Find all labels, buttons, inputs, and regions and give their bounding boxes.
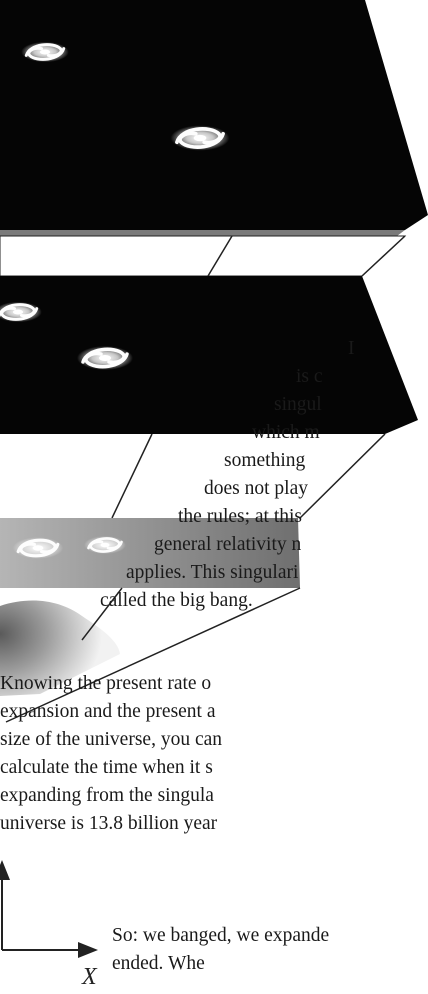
x-axis-arrow [78,942,98,958]
text-line: applies. This singulari [126,562,299,583]
text-line: which m [252,422,320,443]
text-line: does not play [204,478,308,499]
y-axis-arrow [0,860,10,880]
spiral-galaxy-icon [168,123,232,153]
text-line: ended. Whe [112,953,205,974]
top-slice [0,0,428,230]
text-line: general relativity n [154,534,302,555]
spiral-galaxy-icon [11,535,65,561]
paragraph-age-of-universe: Knowing the present rate o expansion and… [0,670,222,838]
early-universe-glow [0,600,120,696]
paragraph-singularity: I is c singul which m something does not… [100,335,355,615]
text-line: size of the universe, you can [0,729,223,750]
text-line: something [224,450,306,471]
text-line: Knowing the present rate o [0,673,212,694]
wall-edge-line [81,587,123,641]
text-line: expansion and the present a [0,701,216,722]
text-line: calculate the time when it s [0,757,213,778]
second-slice [0,276,418,434]
text-line: the rules; at this [178,506,303,527]
wall-edge-line [361,235,406,277]
text-line: singul [274,394,322,415]
x-axis-label: X [81,964,98,990]
wall-edge-line [207,235,233,277]
wall-edge-line [5,587,301,723]
text-line: So: we banged, we expande [112,925,330,946]
spiral-galaxy-icon [19,40,71,64]
text-line: expanding from the singula [0,785,214,806]
text-line: is c [296,366,323,387]
top-slice-edge [0,230,405,236]
text-line: called the big bang. [100,590,253,611]
text-line: I [348,338,355,359]
expansion-wall [0,235,407,277]
paragraph-banged: So: we banged, we expande ended. Whe [0,922,329,978]
text-line: universe is 13.8 billion year [0,813,218,834]
third-slice [0,518,300,588]
expansion-wall [0,434,385,520]
wall-edge-line [299,433,386,519]
wall-edge-line [111,433,153,519]
